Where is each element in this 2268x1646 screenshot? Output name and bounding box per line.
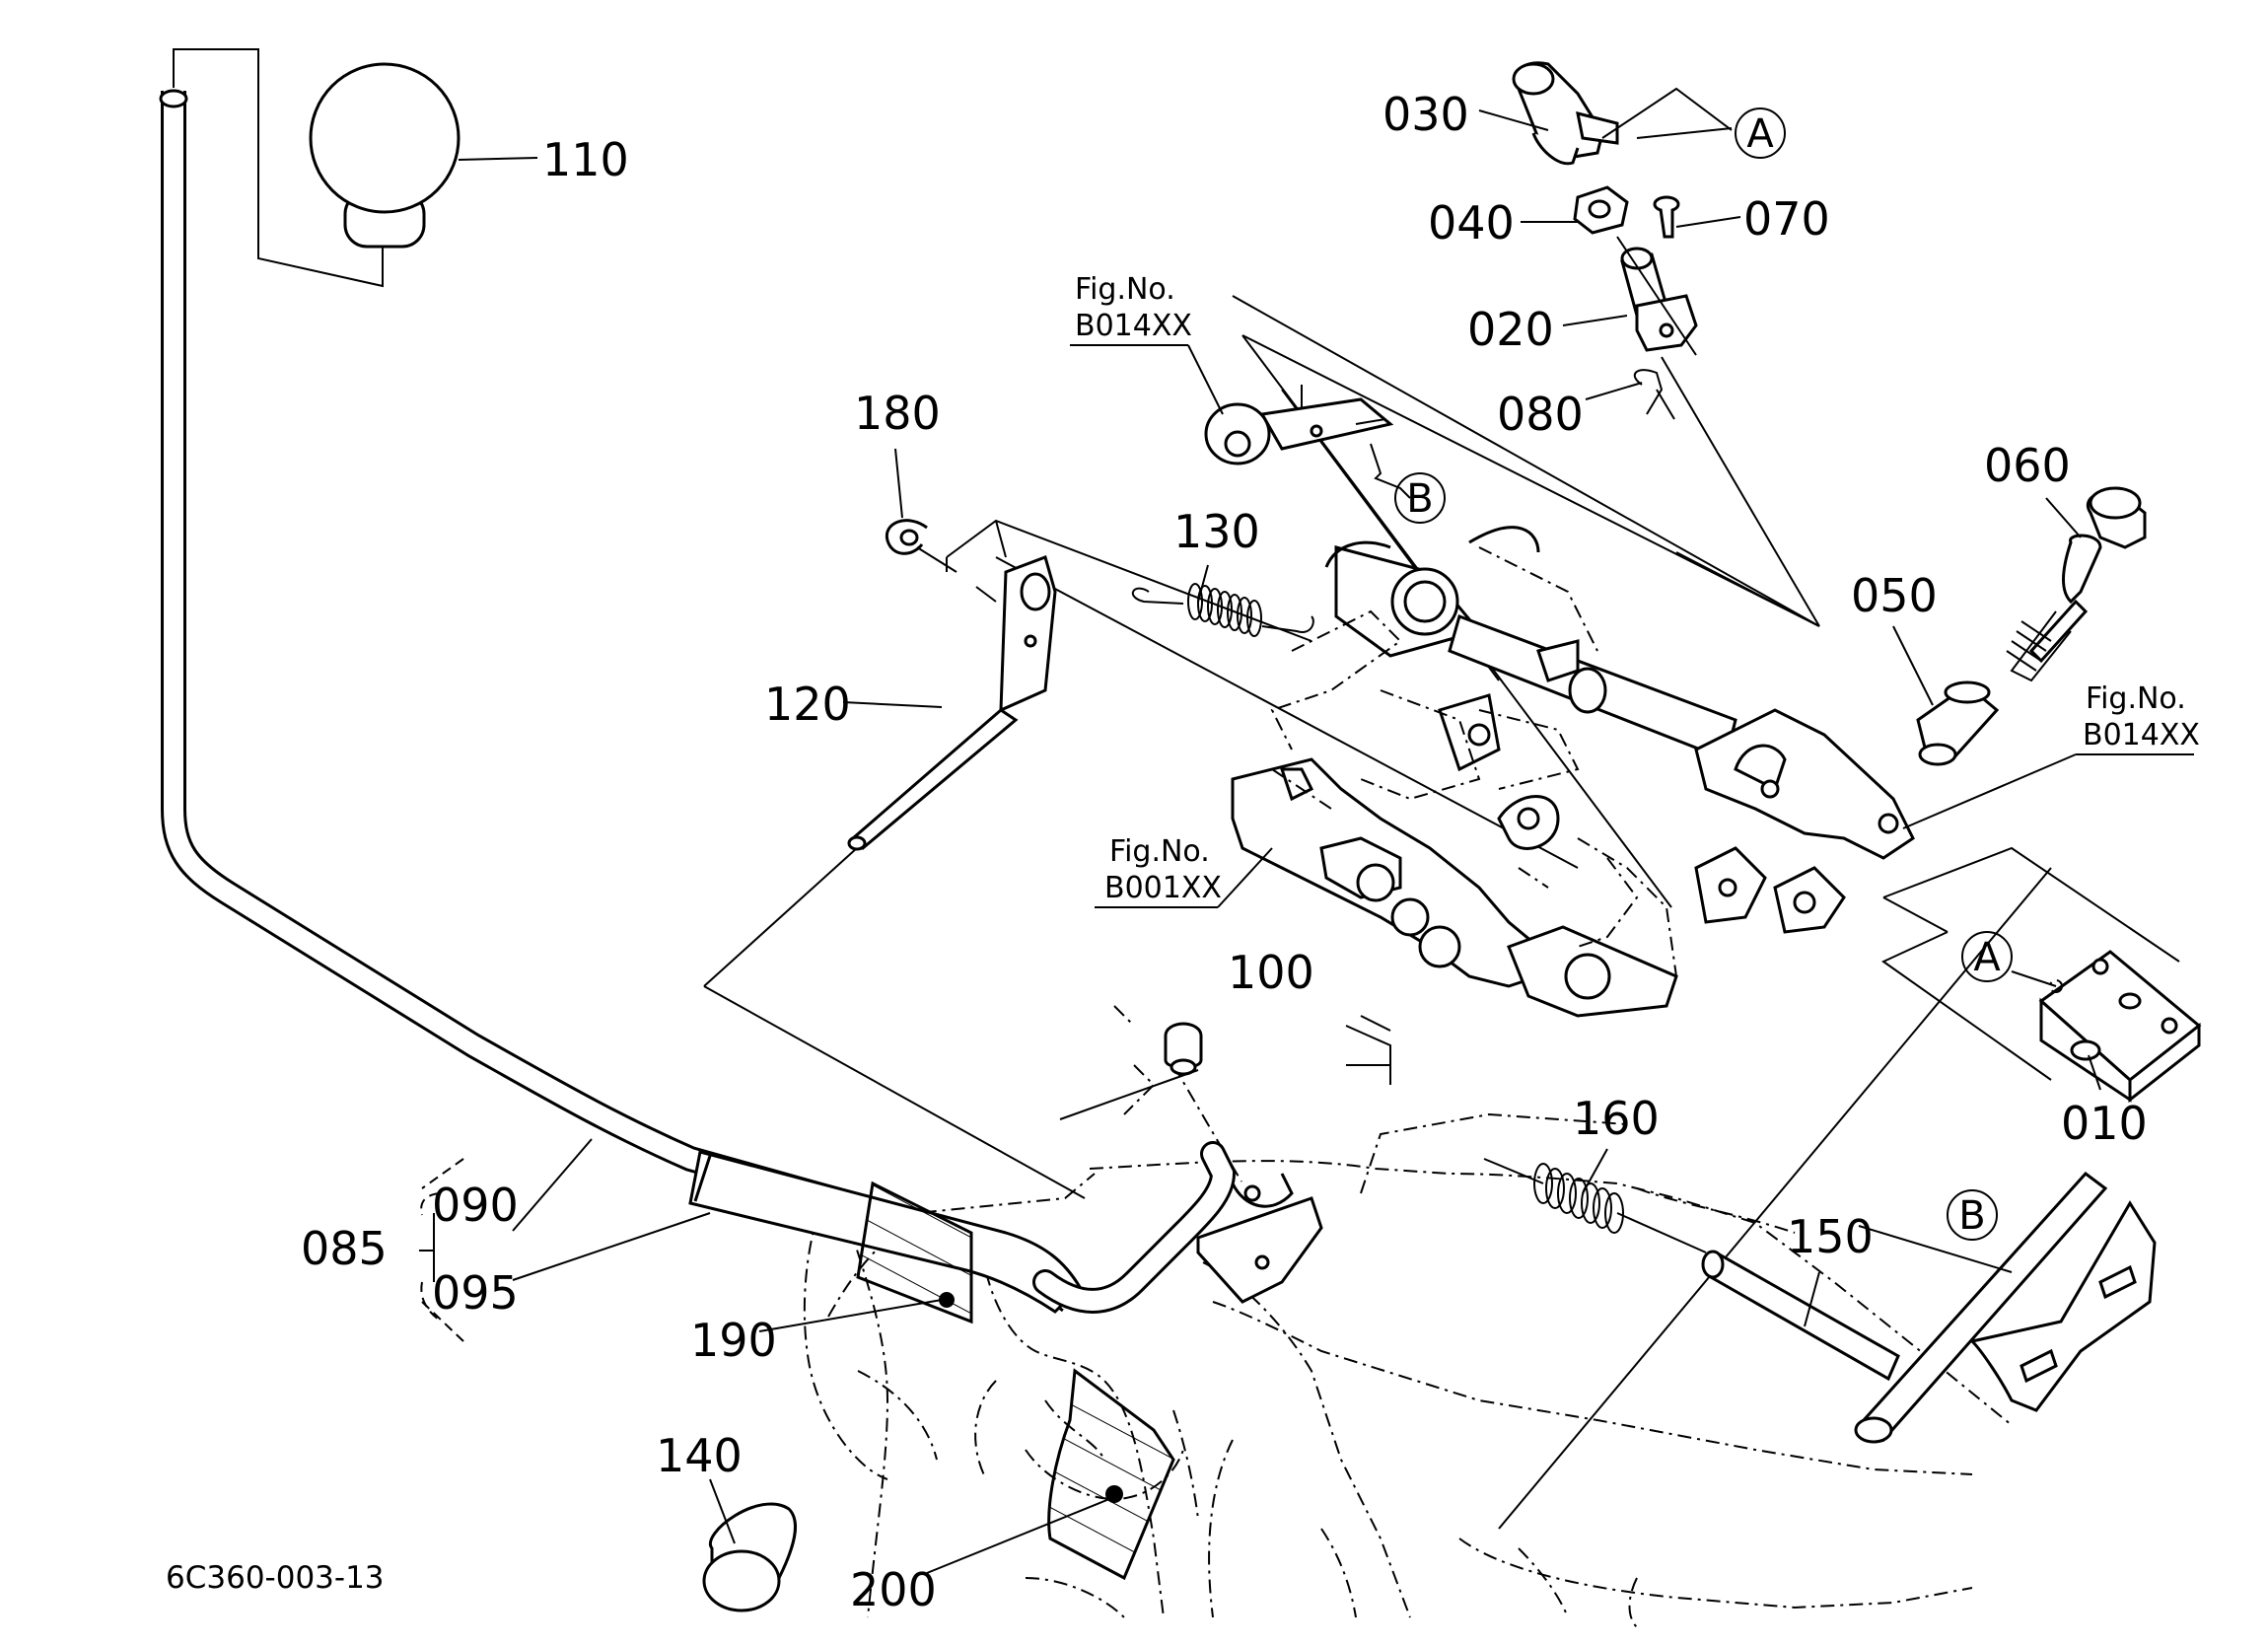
svg-text:A: A: [1746, 111, 1774, 157]
nut-040: [1573, 185, 1629, 235]
label-120: 120: [764, 678, 851, 731]
svg-text:Fig.No.: Fig.No.: [2086, 681, 2186, 716]
decal-200: [1047, 1368, 1175, 1581]
shaft-assembly: [1231, 526, 1915, 1018]
collar-050: [1916, 680, 2000, 766]
reference-markers: A B B A: [1394, 107, 2013, 1241]
label-160: 160: [1573, 1092, 1660, 1145]
marker-a-top: A: [1735, 107, 1786, 159]
reference-lines: [173, 48, 2180, 1530]
decal-190: [856, 1181, 973, 1324]
label-180: 180: [854, 387, 941, 440]
fig-ref-b014xx-right: Fig.No. B014XX: [2083, 681, 2200, 752]
pin-070: [1653, 195, 1680, 239]
bracket-b: [1854, 1171, 2157, 1444]
label-050: 050: [1851, 569, 1938, 622]
collar-part: [1204, 385, 1411, 499]
label-090: 090: [432, 1179, 519, 1232]
label-200: 200: [850, 1563, 937, 1616]
drawing-code: 6C360-003-13: [166, 1560, 385, 1596]
svg-text:B: B: [1406, 476, 1433, 522]
label-030: 030: [1382, 88, 1469, 141]
ball-joint-030: [1512, 61, 1619, 166]
fig-ref-b014xx-top: Fig.No. B014XX: [1075, 272, 1192, 343]
svg-text:B: B: [1958, 1193, 1985, 1239]
label-095: 095: [432, 1266, 519, 1320]
marker-b-lower: B: [1947, 1189, 1998, 1241]
leader-lines: [419, 87, 2194, 1574]
label-190: 190: [690, 1314, 777, 1367]
svg-text:A: A: [1973, 935, 2001, 980]
lever-120: [847, 555, 1057, 851]
label-150: 150: [1787, 1210, 1874, 1263]
fig-ref-b001xx: Fig.No. B001XX: [1104, 834, 1222, 905]
knob-110: [309, 62, 461, 249]
part-labels: 110 030 040 070 020 080 180 130 060 050 …: [301, 88, 2148, 1616]
label-110: 110: [542, 133, 629, 186]
knob-100: [1164, 1022, 1203, 1076]
label-085: 085: [301, 1222, 388, 1275]
svg-text:Fig.No.: Fig.No.: [1075, 272, 1175, 307]
svg-text:Fig.No.: Fig.No.: [1109, 834, 1210, 869]
label-020: 020: [1467, 303, 1554, 356]
spring-160: [1533, 1163, 1624, 1234]
label-130: 130: [1173, 505, 1260, 558]
svg-text:B014XX: B014XX: [2083, 718, 2200, 752]
svg-text:B014XX: B014XX: [1075, 309, 1192, 343]
grip-140: [702, 1502, 798, 1612]
label-100: 100: [1228, 946, 1314, 999]
shift-lever-rod: [159, 89, 1323, 1314]
svg-text:B001XX: B001XX: [1104, 871, 1222, 905]
ering-180: [885, 519, 997, 603]
clip-080: [1633, 369, 1675, 420]
spring-130: [1131, 583, 1314, 637]
label-140: 140: [656, 1429, 743, 1482]
block-010: [2038, 950, 2202, 1104]
label-060: 060: [1984, 439, 2071, 492]
pin-150: [1701, 1250, 1900, 1382]
bolt-060: [2006, 486, 2147, 682]
rod-end-020: [1616, 236, 1698, 356]
label-010: 010: [2061, 1097, 2148, 1150]
marker-a-right: A: [1961, 931, 2013, 982]
marker-b-top: B: [1394, 472, 1446, 524]
label-080: 080: [1497, 388, 1584, 441]
label-040: 040: [1428, 196, 1515, 250]
label-070: 070: [1743, 192, 1830, 246]
